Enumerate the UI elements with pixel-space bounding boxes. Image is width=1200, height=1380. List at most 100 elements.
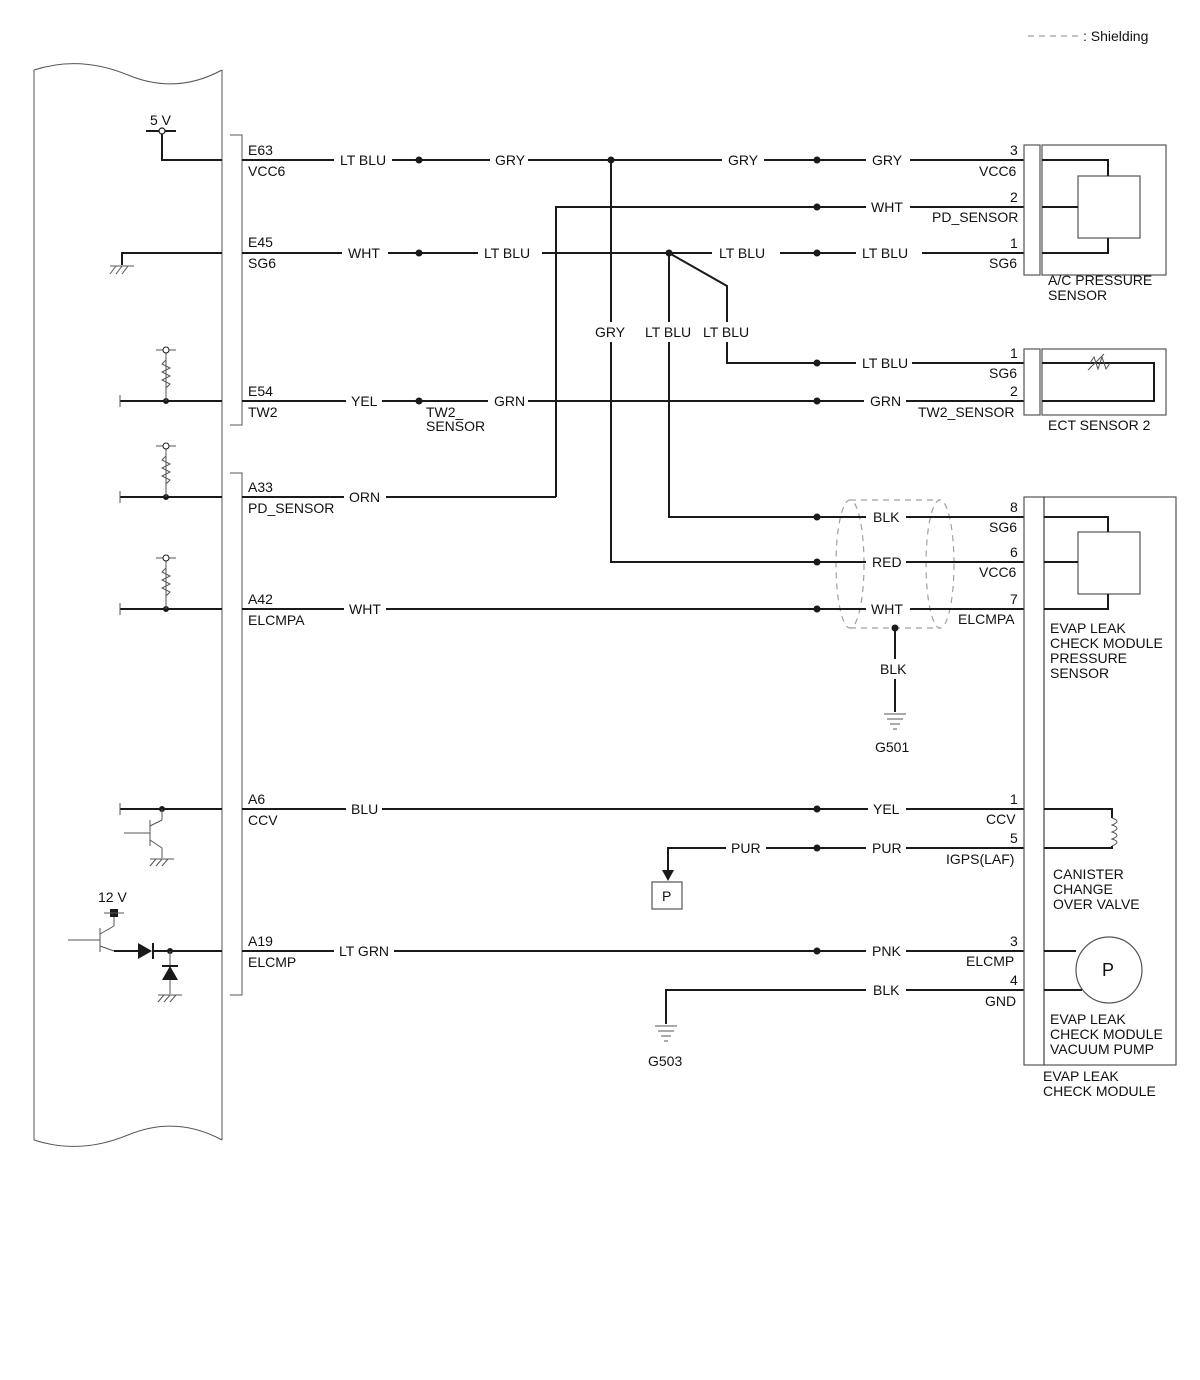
label-branch-ltblu-1: LT BLU — [645, 324, 691, 340]
arrow-down-icon — [662, 870, 674, 881]
wire-ltblu-branch-ect — [668, 252, 1024, 364]
elcm-box — [1043, 496, 1177, 1066]
ground-g501-label: G501 — [875, 739, 909, 755]
ac-pin-3-num: 3 — [1010, 142, 1018, 158]
label-sg6-3: LT BLU — [719, 245, 765, 261]
pressure-sensor-label-2: CHECK MODULE — [1050, 635, 1163, 651]
elcm-pin-8-name: SG6 — [989, 519, 1017, 535]
pressure-sensor-label-3: PRESSURE — [1050, 650, 1127, 666]
pullup-pd-sensor — [119, 442, 222, 503]
label-elcmp-2: PNK — [872, 943, 901, 959]
pur-connector: P — [651, 870, 683, 910]
elcmp-driver: 12 V — [68, 889, 222, 1003]
label-tw2-splice-1: TW2_ — [426, 404, 464, 420]
valve-label-2: CHANGE — [1053, 881, 1113, 897]
label-a42-1: WHT — [349, 601, 381, 617]
valve-label-1: CANISTER — [1053, 866, 1124, 882]
diode-icon — [138, 943, 152, 959]
pin-a33-name: PD_SENSOR — [248, 500, 334, 516]
ground-g503-label: G503 — [648, 1053, 682, 1069]
label-pd: WHT — [871, 199, 903, 215]
label-ccv-2: YEL — [873, 801, 900, 817]
ect-sensor-element — [1042, 362, 1155, 402]
label-shield-ground: BLK — [880, 661, 907, 677]
label-vcc6-3: GRY — [728, 152, 759, 168]
ac-sensor-label-2: SENSOR — [1048, 287, 1107, 303]
label-a42-2: WHT — [871, 601, 903, 617]
elcm-label-2: CHECK MODULE — [1043, 1083, 1156, 1099]
ect-sensor-box — [1041, 348, 1167, 416]
elcm-pin-6-num: 6 — [1010, 544, 1018, 560]
evap-leak-check-module: P 8 SG6 6 VCC6 7 ELCMPA 1 CCV 5 IGPS(LAF… — [946, 496, 1177, 1099]
label-gnd: BLK — [873, 982, 900, 998]
label-vcc6-2: GRY — [495, 152, 526, 168]
ect-sensor-2: 1 SG6 2 TW2_SENSOR ECT SENSOR 2 — [918, 345, 1167, 433]
label-a33: ORN — [349, 489, 380, 505]
label-tw2-2: GRN — [494, 393, 525, 409]
label-branch-ltblu-2: LT BLU — [703, 324, 749, 340]
pump-label-2: CHECK MODULE — [1050, 1026, 1163, 1042]
pin-a19-id: A19 — [248, 933, 273, 949]
pin-e63-name: VCC6 — [248, 163, 286, 179]
ect-pin-2-num: 2 — [1010, 383, 1018, 399]
elcm-pin-5-name: IGPS(LAF) — [946, 851, 1014, 867]
pullup-elcmpa — [119, 554, 222, 615]
pur-power-box — [651, 881, 683, 910]
pin-e54-id: E54 — [248, 383, 273, 399]
ccv-driver-transistor — [119, 803, 222, 867]
pin-a42-id: A42 — [248, 591, 273, 607]
label-sg6-4: LT BLU — [862, 245, 908, 261]
shielding-legend-label: : Shielding — [1083, 28, 1148, 44]
pin-e63-id: E63 — [248, 142, 273, 158]
elcm-pin-4-num: 4 — [1010, 972, 1018, 988]
label-pur-1: PUR — [731, 840, 761, 856]
pressure-sensor-label-1: EVAP LEAK — [1050, 620, 1126, 636]
ac-pin-2-name: PD_SENSOR — [932, 209, 1018, 225]
ac-pressure-sensor: 3 VCC6 2 PD_SENSOR 1 SG6 A/C PRESSURE SE… — [932, 142, 1167, 303]
pin-e45-id: E45 — [248, 234, 273, 250]
pin-e54-name: TW2 — [248, 404, 278, 420]
ac-pin-3-name: VCC6 — [979, 163, 1017, 179]
label-ect-sg6: LT BLU — [862, 355, 908, 371]
pump-label-3: VACUUM PUMP — [1050, 1041, 1154, 1057]
connector-a-bracket — [230, 472, 243, 996]
vcc6-internal-line — [161, 134, 222, 161]
label-vcc6-1: LT BLU — [340, 152, 386, 168]
label-ccv-1: BLU — [351, 801, 378, 817]
ecm-bottom-break — [33, 1125, 223, 1147]
label-branch-gry: GRY — [595, 324, 626, 340]
shielding-legend: : Shielding — [1028, 28, 1148, 44]
ac-pin-2-num: 2 — [1010, 189, 1018, 205]
pump-label-1: EVAP LEAK — [1050, 1011, 1126, 1027]
ecm-body — [33, 63, 243, 1147]
pur-power-symbol: P — [662, 888, 671, 904]
pin-a33-id: A33 — [248, 479, 273, 495]
elcm-pin-6-name: VCC6 — [979, 564, 1017, 580]
shielding-group — [835, 499, 955, 629]
ground-g501: G501 — [875, 713, 909, 755]
elcm-pin-7-name: ELCMPA — [958, 611, 1015, 627]
label-sg6-2: LT BLU — [484, 245, 530, 261]
elcm-pin-8-num: 8 — [1010, 499, 1018, 515]
pin-a6-name: CCV — [248, 812, 278, 828]
elcm-label-1: EVAP LEAK — [1043, 1068, 1119, 1084]
ac-sensor-label-1: A/C PRESSURE — [1048, 272, 1152, 288]
pin-a19-name: ELCMP — [248, 954, 296, 970]
label-blk8: BLK — [873, 509, 900, 525]
sg6-internal-line — [121, 252, 222, 265]
ac-sensor-element — [1077, 175, 1141, 239]
valve-label-3: OVER VALVE — [1053, 896, 1140, 912]
elcm-pressure-sensor-element — [1077, 531, 1141, 595]
elcm-pin-1-name: CCV — [986, 811, 1016, 827]
ecm-pin-labels: E63 VCC6 E45 SG6 E54 TW2 A33 PD_SENSOR A… — [248, 142, 334, 970]
label-pur-2: PUR — [872, 840, 902, 856]
connector-e-bracket — [230, 134, 243, 426]
ac-sensor-box — [1041, 144, 1167, 276]
elcm-pin-1-num: 1 — [1010, 791, 1018, 807]
ect-pin-1-name: SG6 — [989, 365, 1017, 381]
pin-a6-id: A6 — [248, 791, 265, 807]
ground-g503: G503 — [648, 1025, 682, 1069]
pin-a42-name: ELCMPA — [248, 612, 305, 628]
wire-ltblu-branch-elcm — [668, 253, 1024, 518]
